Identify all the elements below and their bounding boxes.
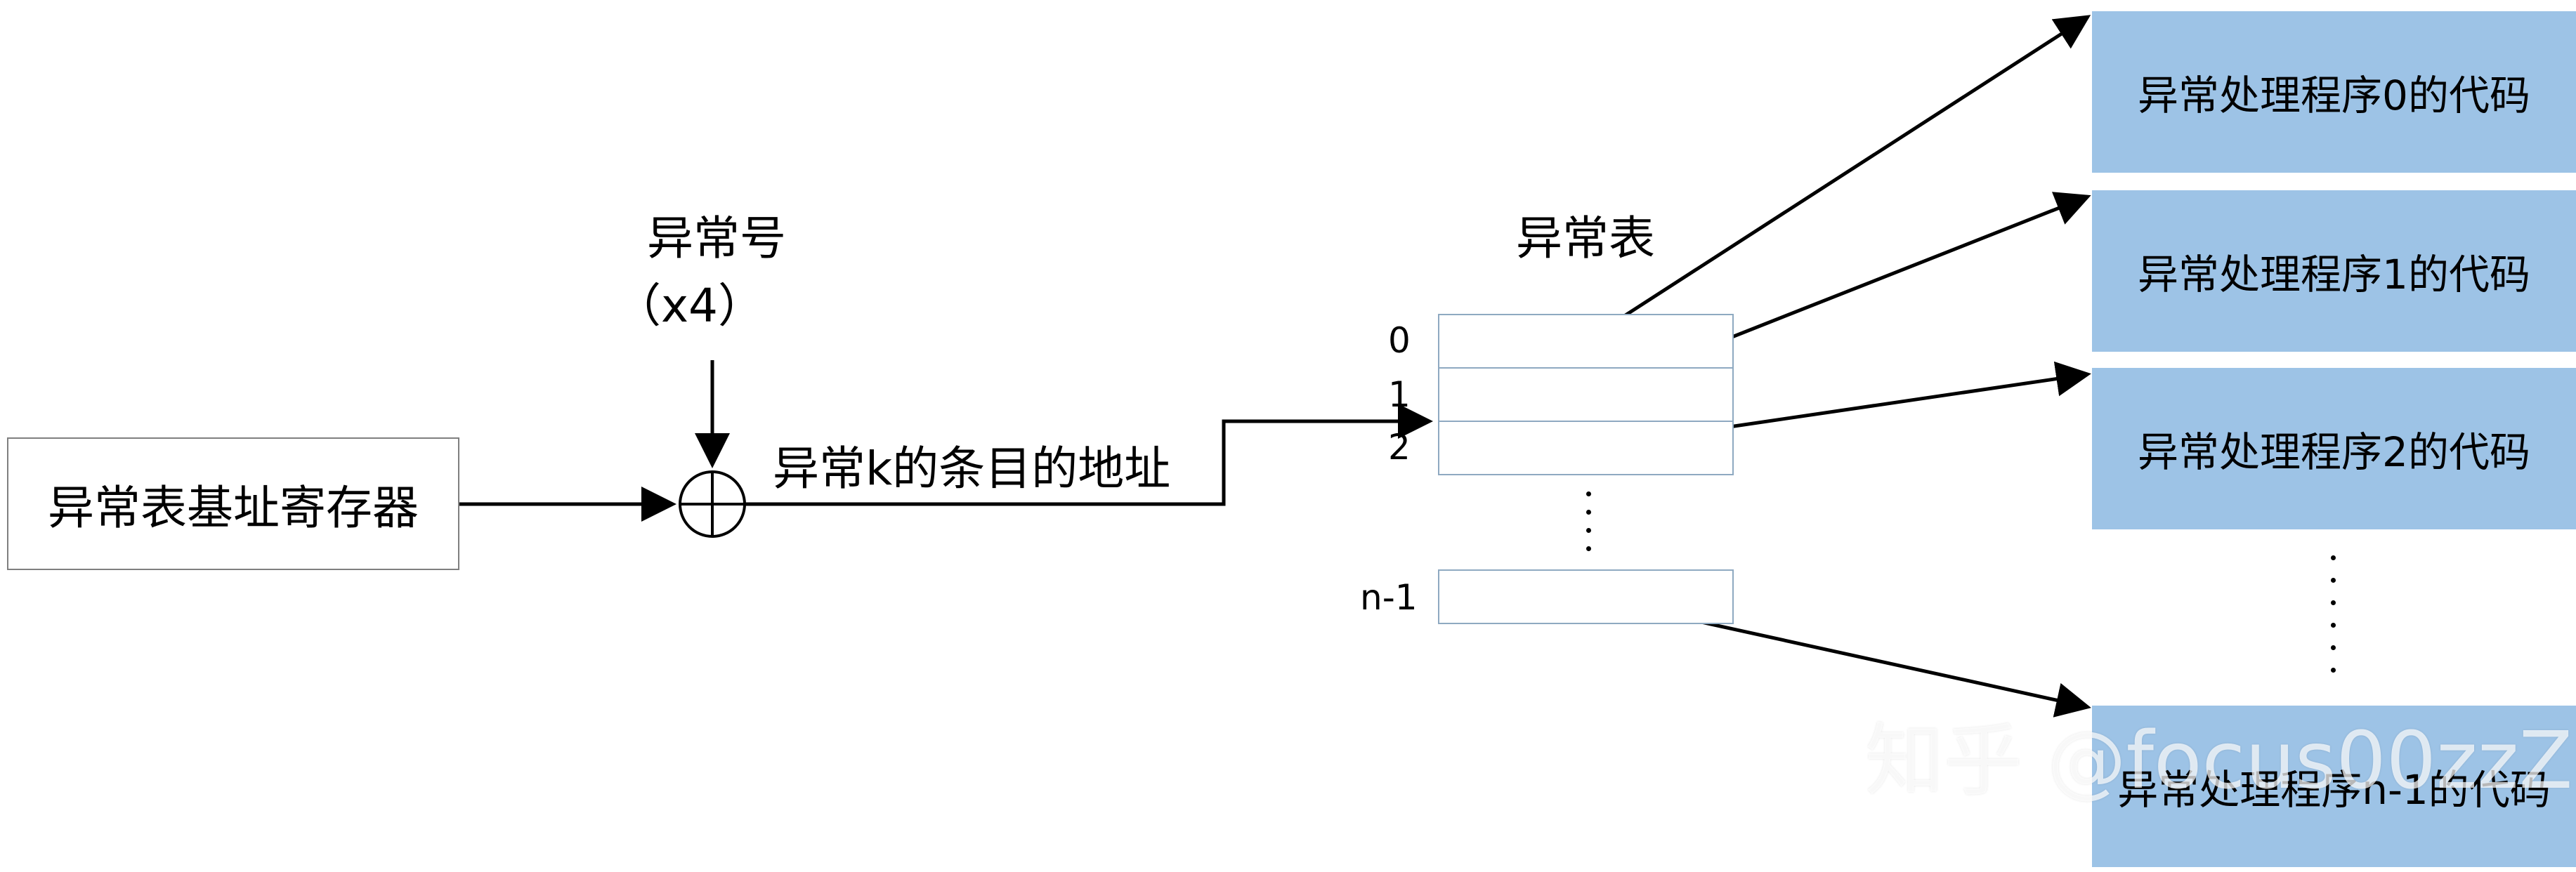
table-ellipsis-dot bbox=[1586, 528, 1591, 533]
exception-table-index-2: 2 bbox=[1388, 427, 1411, 468]
exception-handler-1: 异常处理程序1的代码 bbox=[2092, 190, 2576, 352]
handler-ellipsis-dot bbox=[2331, 578, 2336, 583]
exception-handler-2: 异常处理程序2的代码 bbox=[2092, 368, 2576, 529]
handler-0-pointer bbox=[1585, 15, 2091, 343]
watermark: 知乎 @focus00zzZ bbox=[1865, 715, 2573, 807]
exception-handler-0: 异常处理程序0的代码 bbox=[2092, 11, 2576, 173]
handler-ellipsis-dot bbox=[2331, 555, 2336, 560]
handler-ellipsis-dot bbox=[2331, 645, 2336, 650]
exception-table-index-n-1: n-1 bbox=[1360, 577, 1418, 618]
exception-table-title: 异常表 bbox=[1516, 211, 1655, 265]
exception-handler-n-1: 异常处理程序n-1的代码 bbox=[2092, 706, 2576, 867]
handler-ellipsis-dot bbox=[2331, 668, 2336, 673]
exception-table-entry-n-1 bbox=[1438, 569, 1734, 624]
entry-address-arrow bbox=[745, 404, 1433, 506]
handler-ellipsis-dot bbox=[2331, 623, 2336, 628]
entry-address-label: 异常k的条目的地址 bbox=[773, 442, 1171, 496]
exception-handler-1-label: 异常处理程序1的代码 bbox=[2138, 251, 2530, 298]
exception-table-entry-0 bbox=[1438, 314, 1734, 369]
exception-table-index-0: 0 bbox=[1388, 320, 1411, 361]
exception-table-base-register-label: 异常表基址寄存器 bbox=[48, 480, 419, 535]
exception-handler-n-1-label: 异常处理程序n-1的代码 bbox=[2117, 766, 2551, 814]
exception-handler-0-label: 异常处理程序0的代码 bbox=[2138, 72, 2530, 119]
table-ellipsis-dot bbox=[1586, 546, 1591, 551]
table-ellipsis-dot bbox=[1586, 491, 1591, 496]
handler-ellipsis-dot bbox=[2331, 600, 2336, 605]
exception-table-entry-1 bbox=[1438, 367, 1734, 422]
exception-table-index-1: 1 bbox=[1388, 374, 1411, 415]
exception-table-base-register: 异常表基址寄存器 bbox=[7, 437, 459, 570]
exception-number-title: 异常号 bbox=[647, 211, 786, 265]
exception-number-value: （x4） bbox=[615, 279, 765, 333]
table-ellipsis-dot bbox=[1586, 510, 1591, 515]
exception-handler-2-label: 异常处理程序2的代码 bbox=[2138, 428, 2530, 476]
adder-symbol bbox=[679, 470, 746, 538]
exception-table-entry-2 bbox=[1438, 421, 1734, 475]
